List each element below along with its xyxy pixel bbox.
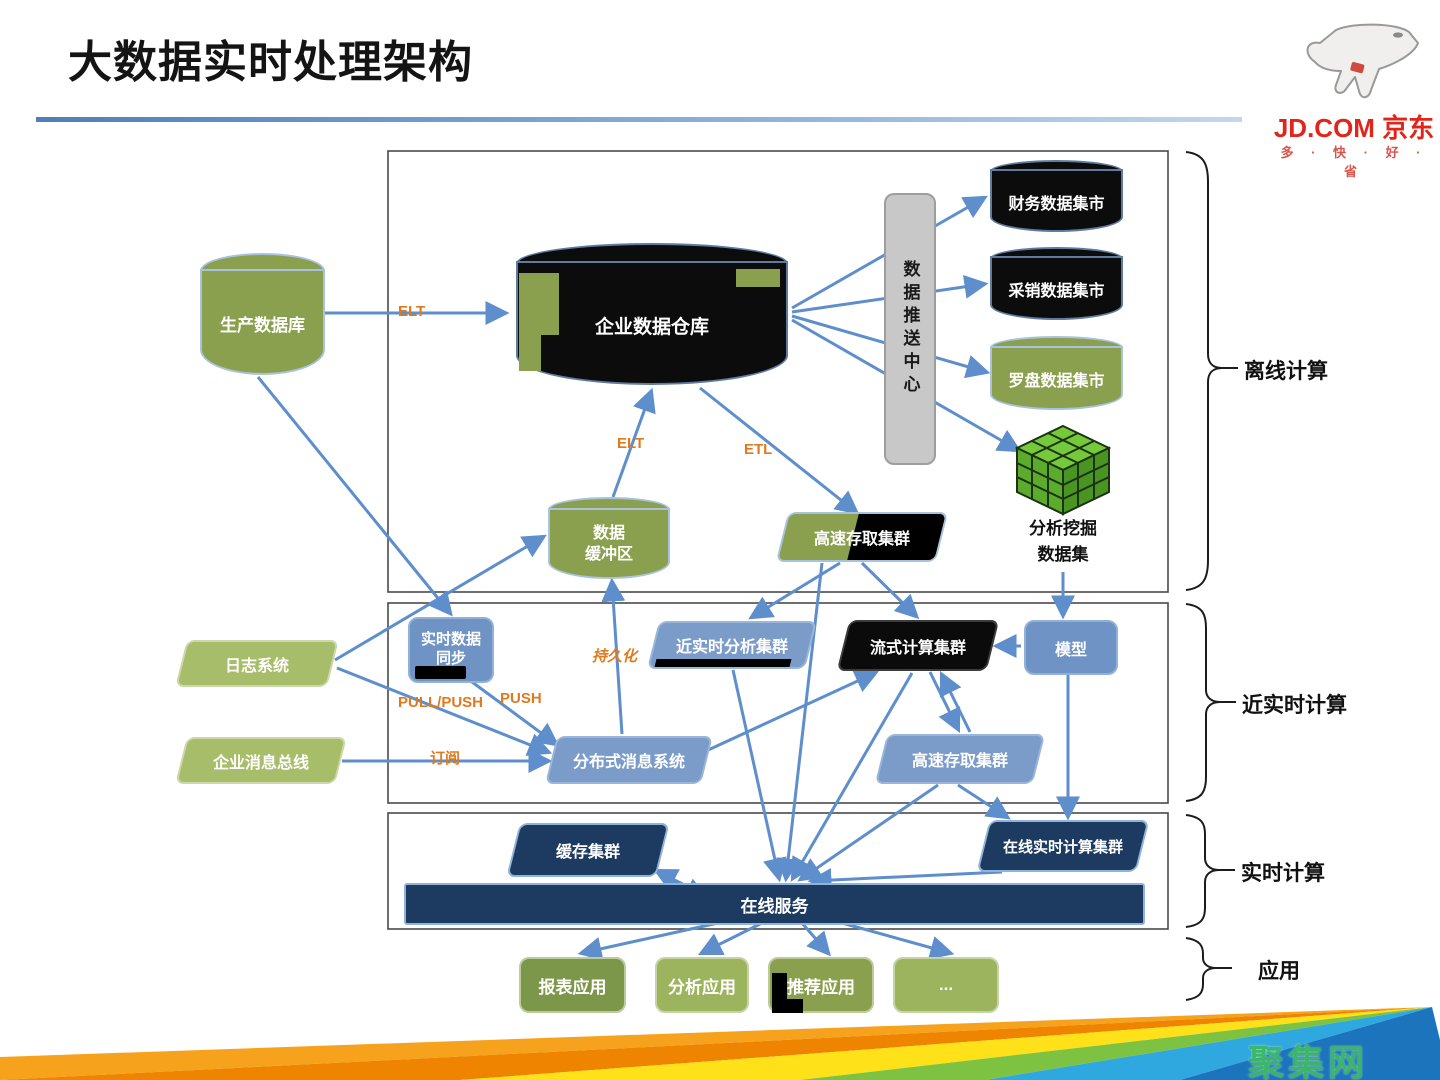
jd-logo-tagline: 多 · 快 · 好 · 省 [1280,145,1428,179]
label-line: 数据集 [1037,544,1089,564]
section-braces [1185,151,1238,1001]
node-model: 模型 [1024,620,1118,675]
label-line: 分析挖掘 [1029,519,1097,538]
green-patch [736,269,780,287]
node-online-service: 在线服务 [404,883,1145,925]
node-label: 罗盘数据集市 [1008,372,1105,390]
jd-mascot-icon [1306,23,1419,99]
node-report-app: 报表应用 [519,957,626,1013]
edge-label-push: PUSH [500,690,542,707]
node-data-push-center: 数据推送中心 [884,193,936,465]
node-enterprise-message-bus: 企业消息总线 [175,737,347,784]
edge-label-pull-push: PULL/PUSH [398,694,484,711]
edge-label-etl: ETL [744,441,773,458]
watermark: 聚集网 [1248,1042,1369,1080]
node-label: 高速存取集群 [813,531,910,548]
green-patch [519,273,559,335]
node-fast-access-cluster-near-realtime: 高速存取集群 [874,734,1046,784]
node-label: ... [938,975,954,994]
bottom-stripes [0,1007,1440,1080]
edge-label-persistence: 持久化 [592,648,638,665]
node-fast-access-cluster-offline: 高速存取集群 [775,512,949,562]
node-more-apps: ... [893,957,999,1013]
node-label: 高速存取集群 [911,753,1008,770]
black-patch [787,999,803,1013]
black-patch [772,973,787,1013]
section-label-realtime: 实时计算 [1241,862,1325,885]
node-mining-dataset-cube [1014,424,1112,516]
node-label: 近实时分析集群 [675,639,788,656]
node-label: 数据 缓冲区 [548,510,670,579]
node-label: 数据推送中心 [900,260,920,398]
node-label: 分析应用 [668,977,736,997]
label-line: 实时数据 [420,631,481,649]
page-title: 大数据实时处理架构 [68,38,473,87]
node-label: 报表应用 [538,977,607,997]
node-finance-data-mart: 财务数据集市 [990,160,1123,232]
node-near-realtime-analysis-cluster: 近实时分析集群 [647,621,817,669]
node-label: 生产数据库 [220,316,305,336]
node-label: 日志系统 [224,657,289,675]
node-production-db: 生产数据库 [200,253,325,375]
node-data-buffer: 数据 缓冲区 [548,497,670,579]
node-label: 流式计算集群 [869,639,966,657]
edge-label-elt-top: ELT [398,303,426,320]
node-compass-data-mart: 罗盘数据集市 [990,336,1123,410]
section-label-near-realtime: 近实时计算 [1242,694,1347,717]
section-frames [387,150,1169,930]
node-cache-cluster: 缓存集群 [506,823,670,877]
node-recommend-app: 推荐应用 [768,957,874,1013]
node-realtime-data-sync: 实时数据 同步 [408,617,494,683]
edge-label-subscribe: 订阅 [430,750,461,767]
section-label-offline: 离线计算 [1244,360,1328,383]
label-line: 同步 [435,650,466,667]
label-line: 缓冲区 [584,545,633,563]
node-log-system: 日志系统 [175,640,339,687]
node-label: 缓存集群 [555,844,620,861]
node-label: 企业数据仓库 [594,316,709,338]
node-label: 推荐应用 [787,977,855,997]
node-label: 企业消息总线 [212,754,309,772]
label-line: 数据 [592,524,625,542]
node-label: 在线实时计算集群 [1002,838,1123,856]
green-patch [519,333,541,371]
node-label: 财务数据集市 [1008,195,1105,213]
cube-icon [1014,424,1112,516]
node-online-realtime-computing-cluster: 在线实时计算集群 [976,820,1150,872]
node-label: 在线服务 [740,896,809,916]
node-analytics-app: 分析应用 [655,957,749,1013]
jd-logo-text: JD.COM 京东 [1273,113,1435,143]
black-patch [415,666,466,679]
node-enterprise-data-warehouse: 企业数据仓库 [516,243,788,385]
node-stream-computing-cluster: 流式计算集群 [836,620,1000,671]
node-label: 采销数据集市 [1008,283,1105,301]
node-label: 分布式消息系统 [572,754,685,771]
node-mining-dataset-label: 分析挖掘 数据集 [1000,516,1126,567]
node-label: 模型 [1054,641,1087,659]
node-distributed-message-system: 分布式消息系统 [545,736,713,784]
section-label-application: 应用 [1258,960,1300,983]
node-sales-data-mart: 采销数据集市 [990,247,1123,320]
title-underline [36,117,1242,122]
edge-label-elt-mid: ELT [617,435,645,452]
